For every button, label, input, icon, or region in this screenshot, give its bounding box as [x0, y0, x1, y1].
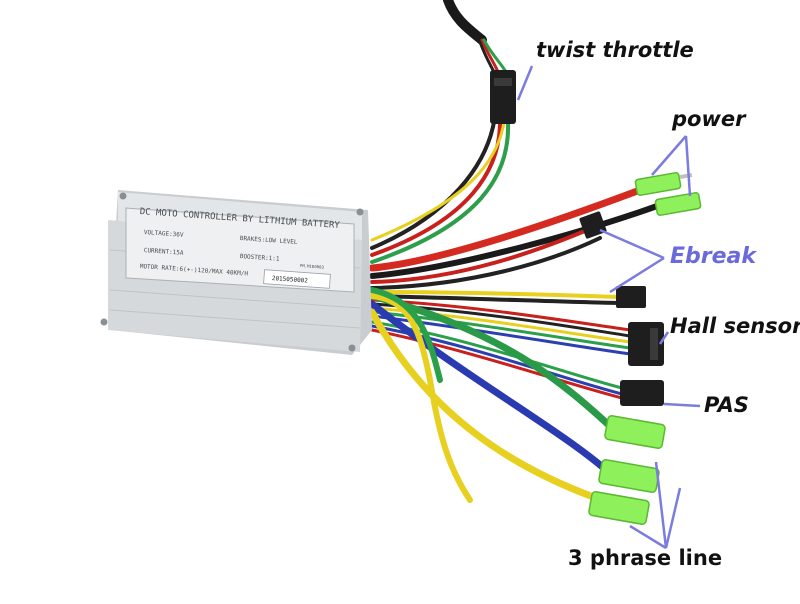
- wire-bundle: [368, 0, 663, 503]
- label-ebreak: Ebreak: [670, 244, 757, 269]
- throttle-wire-green: [482, 38, 508, 74]
- wire-pas-red: [370, 328, 624, 400]
- wire-yellow-loop: [369, 293, 473, 503]
- wire-ebreak2-black: [370, 294, 620, 305]
- phase-connectors: [588, 415, 666, 525]
- hall-connector: [628, 322, 664, 366]
- label-twist-throttle: twist throttle: [536, 38, 694, 62]
- label-hall-sensor: Hall sensor: [670, 314, 800, 338]
- power-connectors: [634, 172, 702, 216]
- wire-ebreak-red: [370, 226, 594, 284]
- wire-phase-yellow: [368, 308, 600, 502]
- wire-ebreak-black: [370, 236, 602, 290]
- wire-power-red: [368, 186, 644, 272]
- ebreak-connector-1: [579, 211, 607, 239]
- wire-ebreak2-yellow: [370, 290, 620, 299]
- label-phase-line: 3 phrase line: [568, 546, 723, 570]
- wire-hall-red: [370, 298, 632, 332]
- wire-black-throttle: [370, 120, 496, 250]
- pas-connector: [620, 380, 664, 406]
- controller-box: [100, 190, 372, 355]
- ebreak-connector-2: [616, 286, 646, 308]
- throttle-wire-red: [480, 38, 500, 74]
- pointer-lines: [516, 65, 701, 550]
- wire-yellow-throttle: [370, 120, 506, 242]
- wire-power-black: [369, 202, 663, 279]
- wire-green-throttle: [370, 120, 511, 264]
- wire-phase-blue: [368, 300, 610, 474]
- throttle-cable: [443, 0, 487, 45]
- wire-phase-green: [368, 292, 616, 432]
- throttle-connector: [490, 70, 516, 124]
- label-power: power: [672, 107, 746, 131]
- label-pas: PAS: [704, 393, 749, 417]
- wire-green-loop: [369, 287, 443, 383]
